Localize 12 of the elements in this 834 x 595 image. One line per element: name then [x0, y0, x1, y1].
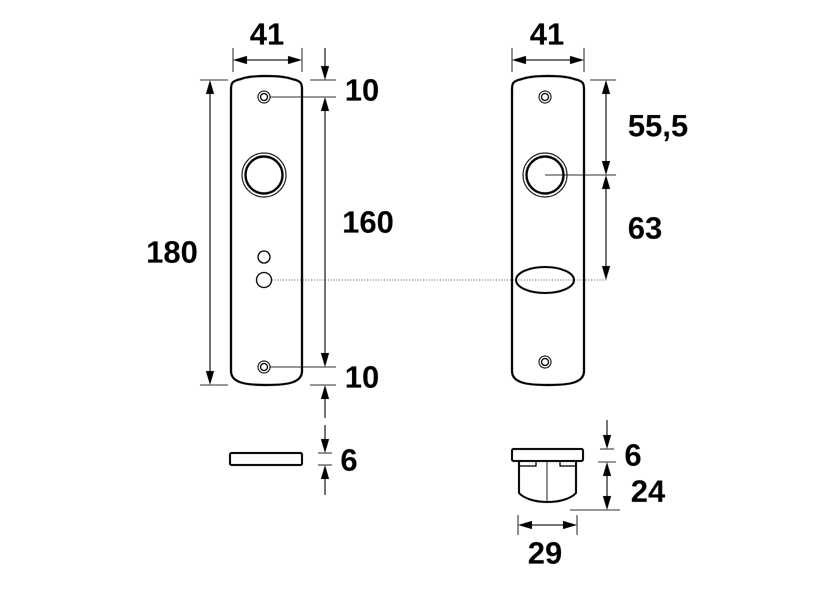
dimension-label: 24 [632, 480, 666, 502]
dimension-label: 6 [342, 449, 356, 471]
dimension-label: 41 [530, 23, 564, 45]
dimension-label: 63 [628, 217, 662, 239]
dimension-label: 160 [344, 211, 393, 233]
dimension-label: 6 [626, 444, 640, 466]
dimension-label: 10 [346, 366, 378, 388]
dimension-label: 180 [148, 241, 197, 263]
dimension-label: 55,5 [628, 114, 688, 142]
dimension-label: 10 [346, 79, 378, 101]
dimension-label: 29 [528, 542, 562, 564]
dimension-label: 41 [250, 23, 284, 45]
